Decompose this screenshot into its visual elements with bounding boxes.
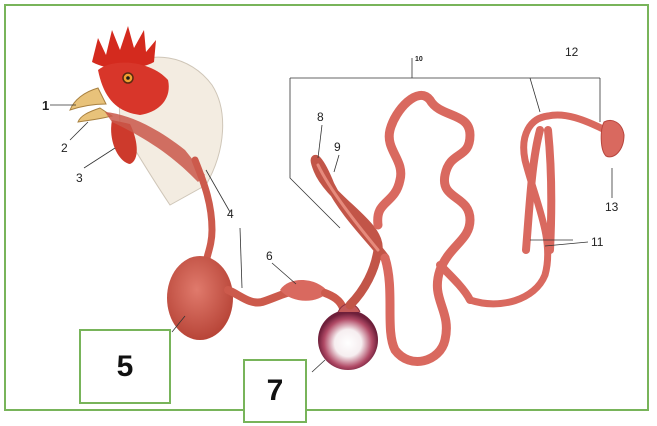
label-1: 1	[42, 99, 49, 112]
label-10: 10	[415, 56, 423, 63]
proventriculus	[280, 280, 328, 301]
gizzard	[318, 304, 378, 370]
beak	[70, 88, 106, 110]
funnel	[601, 121, 624, 157]
label-2: 2	[61, 142, 68, 154]
label-9: 9	[334, 141, 341, 153]
label-3: 3	[76, 172, 83, 184]
crop	[167, 256, 233, 340]
label-8: 8	[317, 111, 324, 123]
answer-box-7[interactable]: 7	[243, 359, 307, 423]
comb	[92, 26, 156, 69]
label-12: 12	[565, 46, 578, 58]
answer-box-5[interactable]: 5	[79, 329, 171, 404]
label-11: 11	[591, 236, 603, 248]
label-4: 4	[227, 208, 234, 220]
label-6: 6	[266, 250, 273, 262]
label-13: 13	[605, 201, 618, 213]
